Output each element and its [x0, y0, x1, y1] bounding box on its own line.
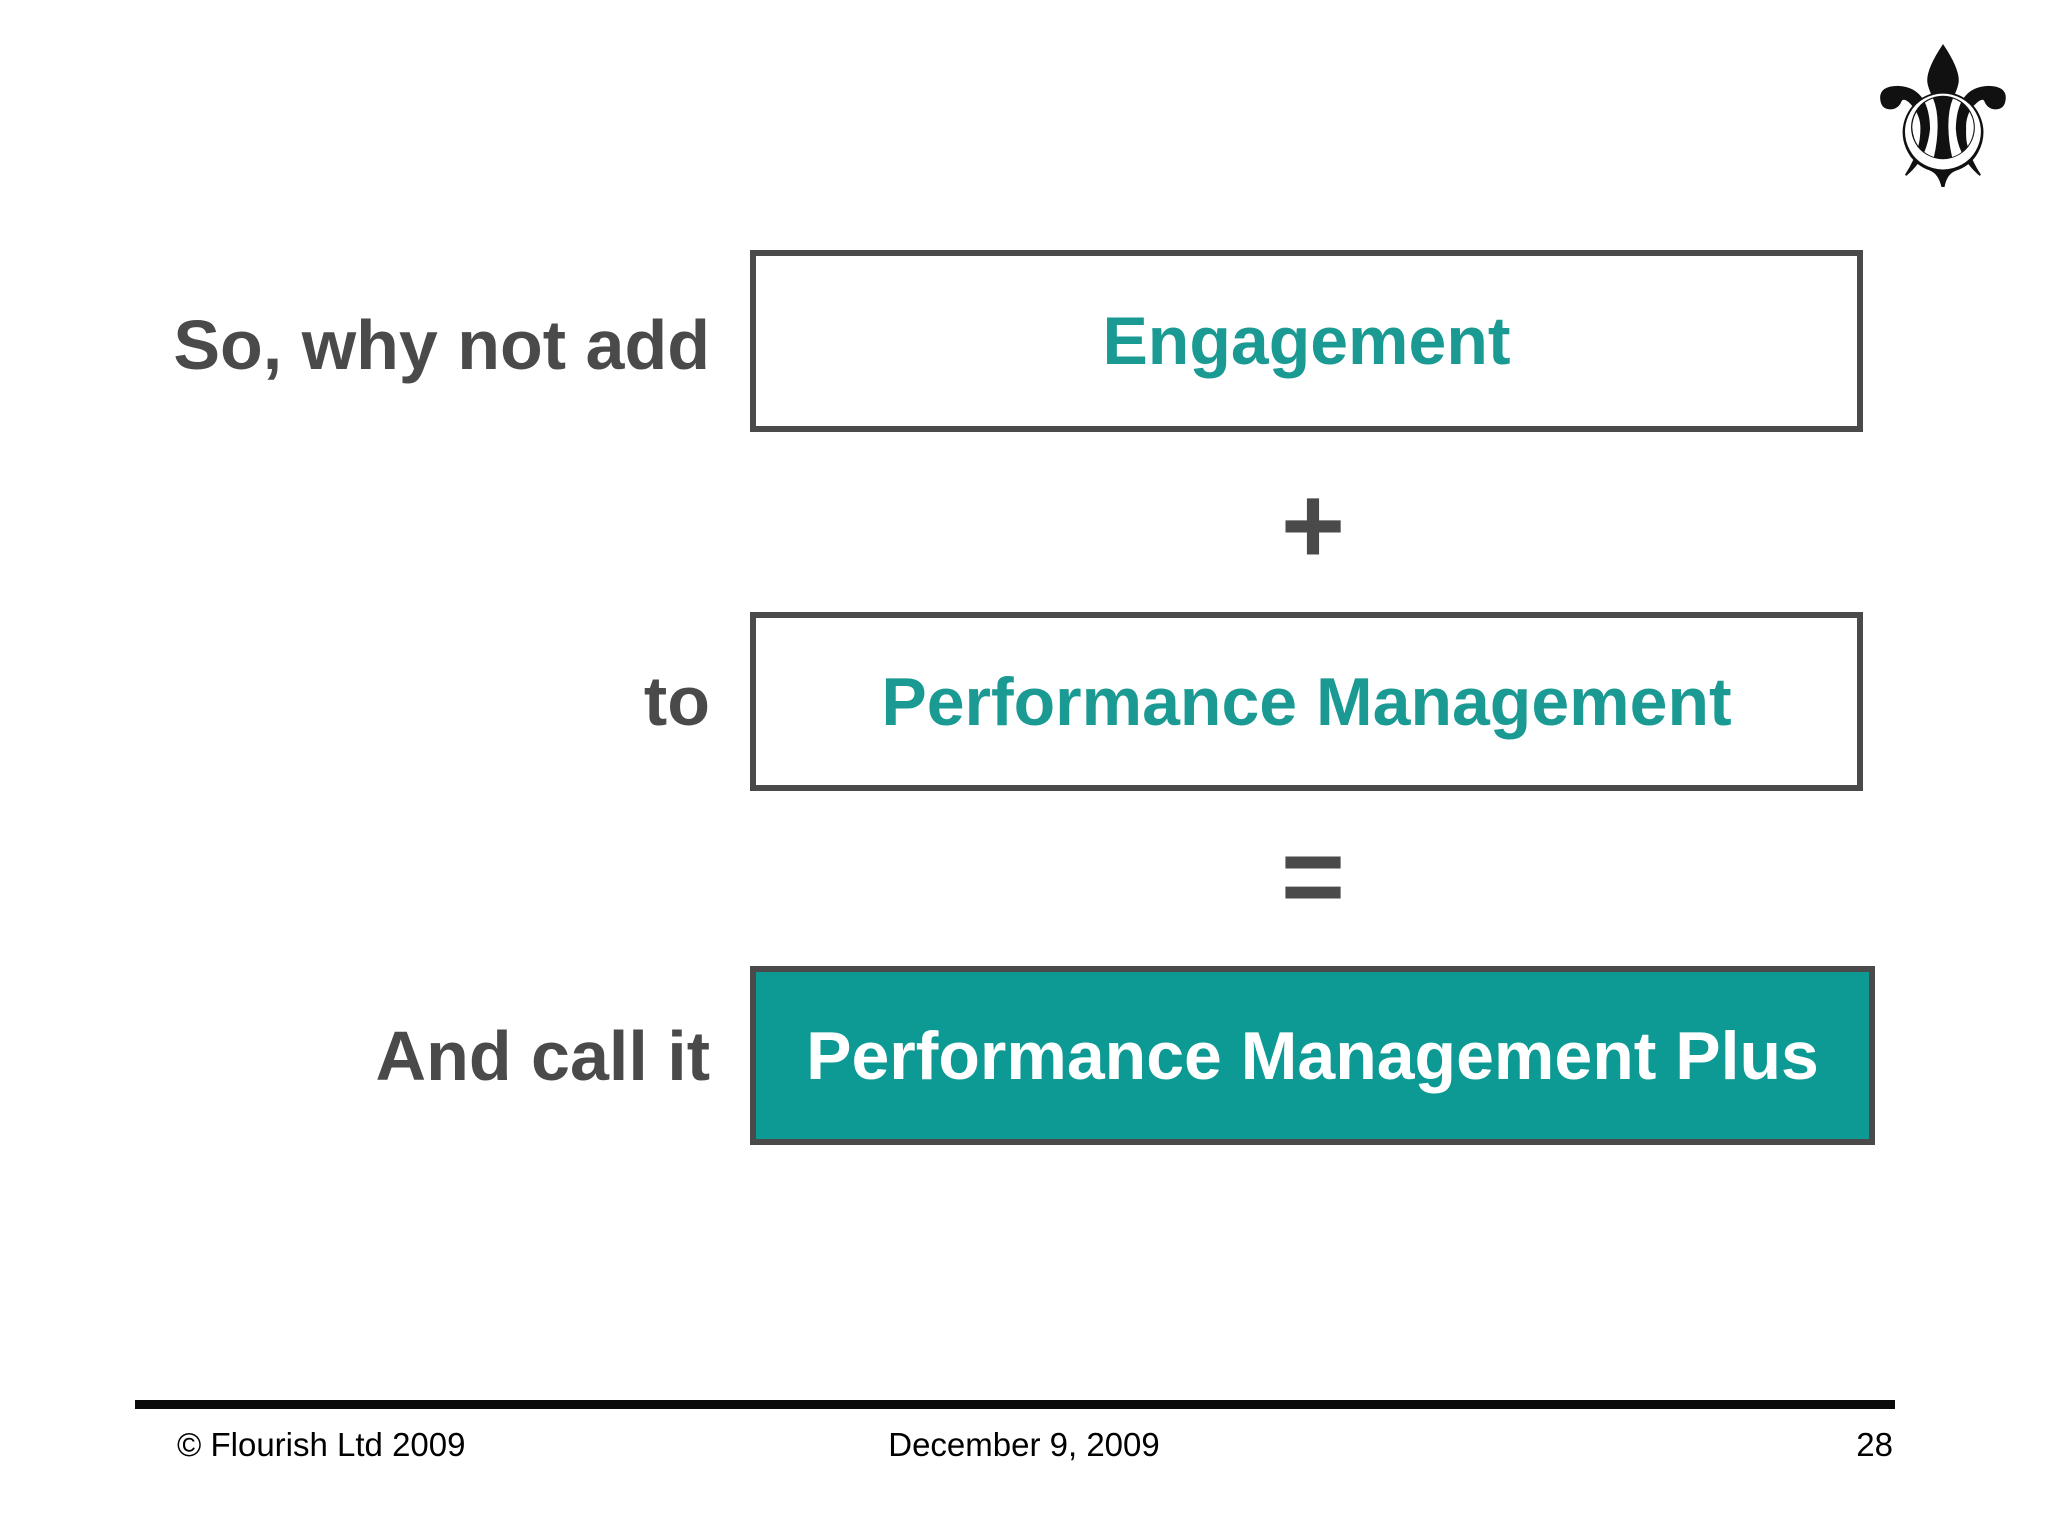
plus-operator: +	[1280, 464, 1346, 587]
footer-date: December 9, 2009	[888, 1426, 1160, 1463]
equals-operator: =	[1280, 815, 1346, 938]
label-so-why-not-add: So, why not add	[173, 306, 710, 384]
box-performance-management: Performance Management	[750, 612, 1863, 791]
box-engagement-text: Engagement	[1102, 303, 1511, 379]
box-performance-management-plus-text: Performance Management Plus	[806, 1017, 1819, 1094]
box-performance-management-text: Performance Management	[881, 663, 1732, 740]
footer-page-number: 28	[1856, 1426, 1893, 1463]
footer-copyright: © Flourish Ltd 2009	[177, 1426, 466, 1463]
label-to: to	[643, 662, 710, 740]
fleur-de-lis-icon: ⚜	[1855, 6, 2031, 234]
box-engagement: Engagement	[750, 250, 1863, 432]
footer-divider	[135, 1400, 1895, 1409]
label-and-call-it: And call it	[375, 1017, 710, 1095]
box-performance-management-plus: Performance Management Plus	[750, 966, 1875, 1145]
